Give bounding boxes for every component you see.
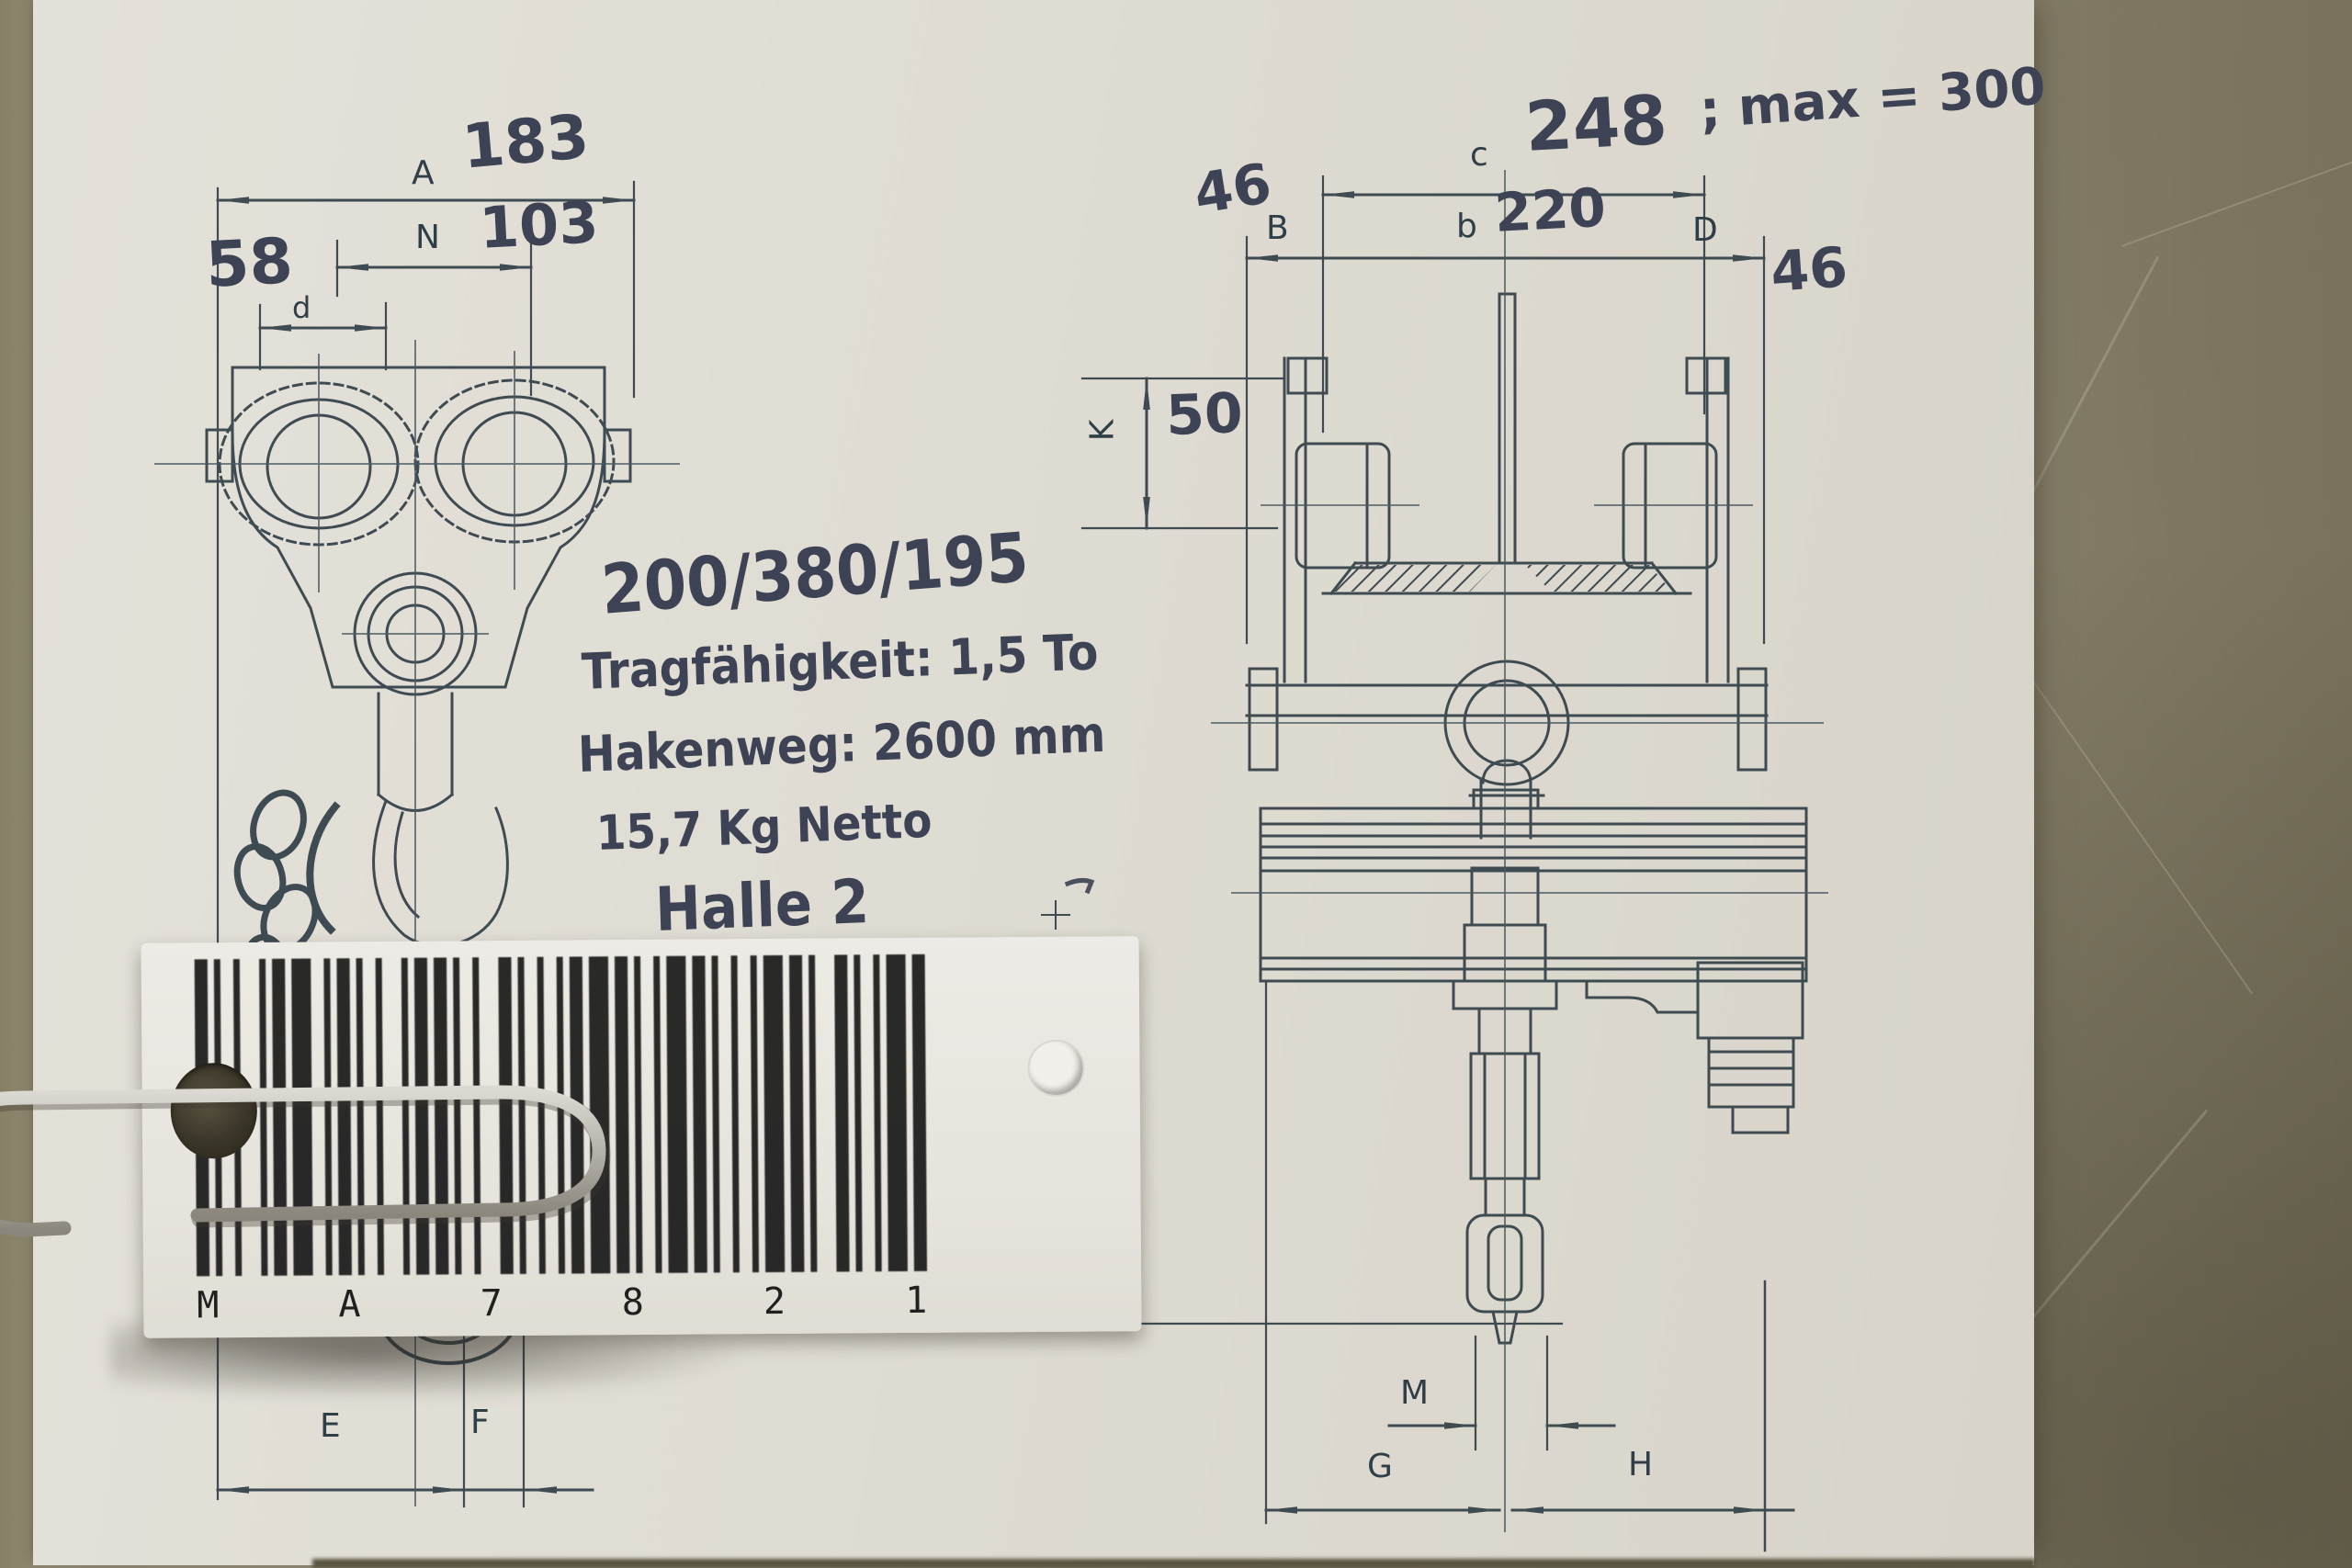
dim-label-b: b (1456, 208, 1477, 245)
dim-label-d: d (292, 290, 311, 325)
paper-edge-shadow (312, 1559, 2035, 1568)
dim-label-c: c (1470, 136, 1488, 174)
dim-label-D: D (1692, 211, 1718, 249)
dim-label-F: F (470, 1404, 490, 1441)
dim-label-B: B (1266, 209, 1289, 247)
dim-label-A: A (412, 154, 435, 192)
dim-label-M: M (1400, 1374, 1430, 1412)
dim-label-E: E (320, 1407, 341, 1445)
dim-label-G: G (1367, 1448, 1393, 1485)
dim-label-H: H (1628, 1446, 1654, 1483)
dim-label-N: N (415, 219, 440, 256)
